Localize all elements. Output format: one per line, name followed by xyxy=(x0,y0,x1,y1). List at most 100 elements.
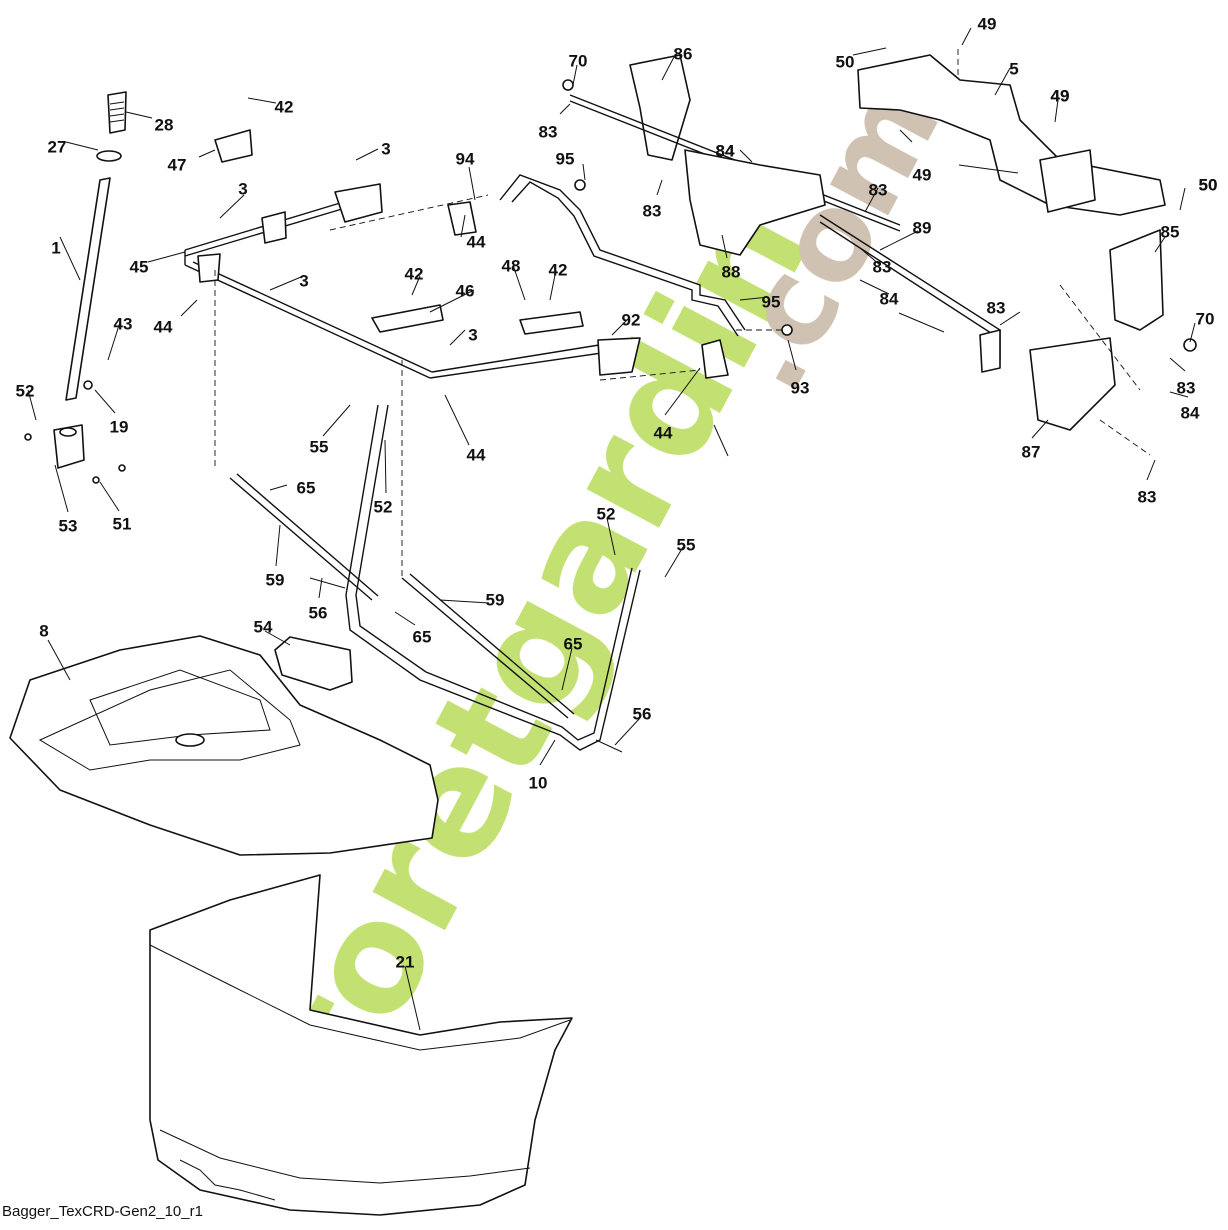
lower-linkage xyxy=(229,404,641,753)
callout-label: 3 xyxy=(299,271,308,290)
cover-recess xyxy=(89,669,271,746)
bolt-51-b xyxy=(92,476,100,484)
leaders xyxy=(27,27,1196,1031)
grip-ribs xyxy=(109,101,125,123)
bolt-51-a xyxy=(118,464,126,472)
washer-27 xyxy=(96,150,122,162)
callout-label: 53 xyxy=(59,516,78,535)
callout-label: 94 xyxy=(456,149,475,168)
callout-label: 42 xyxy=(405,264,424,283)
strip-46 xyxy=(371,304,444,333)
callout-label: 83 xyxy=(873,257,892,276)
bracket-hole xyxy=(59,427,77,437)
callout-label: 46 xyxy=(456,281,475,300)
strip-48 xyxy=(519,311,584,335)
leader-lines xyxy=(27,27,1196,1031)
cover-8 xyxy=(9,635,439,856)
callout-label: 59 xyxy=(266,570,285,589)
callout-label: 83 xyxy=(1177,378,1196,397)
callout-label: 49 xyxy=(1051,86,1070,105)
callout-label: 49 xyxy=(978,14,997,33)
callout-label: 1 xyxy=(51,238,60,257)
callout-label: 44 xyxy=(654,423,673,442)
callout-label: 44 xyxy=(467,445,486,464)
callout-label: 52 xyxy=(374,497,393,516)
callout-label: 44 xyxy=(154,317,173,336)
callout-label: 83 xyxy=(643,201,662,220)
frame-mount-3-right xyxy=(597,337,641,376)
callout-label: 44 xyxy=(467,232,486,251)
callout-label: 95 xyxy=(762,292,781,311)
handle-tube-1 xyxy=(65,177,111,401)
callout-label: 50 xyxy=(1199,175,1218,194)
upper-frame xyxy=(184,129,641,379)
bag-21 xyxy=(149,874,573,1216)
pins-56 xyxy=(309,577,623,753)
callout-label: 3 xyxy=(238,179,247,198)
rod-59-right xyxy=(401,573,575,719)
callout-label: 84 xyxy=(880,289,899,308)
frame-45 xyxy=(184,199,637,379)
callout-label: 43 xyxy=(114,314,133,333)
callout-label: 49 xyxy=(1051,86,1070,105)
callout-label: 87 xyxy=(1022,442,1041,461)
callout-label: 3 xyxy=(381,139,390,158)
handle-grip-28 xyxy=(107,91,127,134)
frame-mount-3-top xyxy=(334,183,383,223)
handle-54 xyxy=(274,636,353,691)
bracket-49 xyxy=(1039,149,1096,213)
bag-base xyxy=(159,1129,531,1184)
callout-label: 5 xyxy=(1009,59,1018,78)
callout-label: 49 xyxy=(913,165,932,184)
plate-87 xyxy=(1029,337,1116,431)
part-95-top xyxy=(574,179,586,191)
callout-label: 84 xyxy=(716,141,735,160)
callout-label: 83 xyxy=(539,122,558,141)
callout-label: 21 xyxy=(396,952,415,971)
clip-47 xyxy=(214,129,253,163)
bag-foot xyxy=(179,1159,276,1201)
callout-label: 56 xyxy=(309,603,328,622)
callout-label: 50 xyxy=(836,52,855,71)
callout-label: 52 xyxy=(597,504,616,523)
callout-label: 85 xyxy=(1161,222,1180,241)
bolt-70-right xyxy=(1183,338,1197,352)
callout-label: 59 xyxy=(486,590,505,609)
callout-label: 8 xyxy=(39,621,48,640)
cover-knob xyxy=(175,733,205,747)
link-84 xyxy=(979,329,1001,373)
bolt-19 xyxy=(83,380,93,390)
rod-59-left xyxy=(229,473,379,601)
handle-assembly xyxy=(24,91,127,484)
bag xyxy=(149,874,573,1216)
callout-label: 84 xyxy=(716,141,735,160)
callout-label: 88 xyxy=(722,262,741,281)
callout-label: 42 xyxy=(549,260,568,279)
callout-label: 28 xyxy=(155,115,174,134)
nut-52-left xyxy=(24,433,32,441)
cover-ridge xyxy=(38,669,301,771)
callout-label: 50 xyxy=(1199,175,1218,194)
alignment-lines xyxy=(214,48,1151,580)
callout-label: 3 xyxy=(468,325,477,344)
callout-label: 54 xyxy=(254,617,273,636)
handle-10 xyxy=(345,404,641,751)
clip-93 xyxy=(701,339,729,379)
bagger-cover xyxy=(9,635,439,856)
callout-label: 89 xyxy=(913,218,932,237)
callout-label: 10 xyxy=(529,773,548,792)
bracket-85 xyxy=(1109,229,1164,331)
callout-label: 65 xyxy=(564,634,583,653)
bolt-70-left xyxy=(562,79,574,91)
frame-corner-left xyxy=(197,253,221,283)
frame-92 xyxy=(499,174,746,337)
callout-label: 65 xyxy=(297,478,316,497)
callout-label: 83 xyxy=(987,298,1006,317)
callout-label: 92 xyxy=(622,310,641,329)
callout-label: 45 xyxy=(130,257,149,276)
callout-label: 86 xyxy=(674,44,693,63)
callout-label: 84 xyxy=(1181,403,1200,422)
callout-label: 70 xyxy=(1196,309,1215,328)
callout-label: 42 xyxy=(275,97,294,116)
callout-label: 56 xyxy=(633,704,652,723)
